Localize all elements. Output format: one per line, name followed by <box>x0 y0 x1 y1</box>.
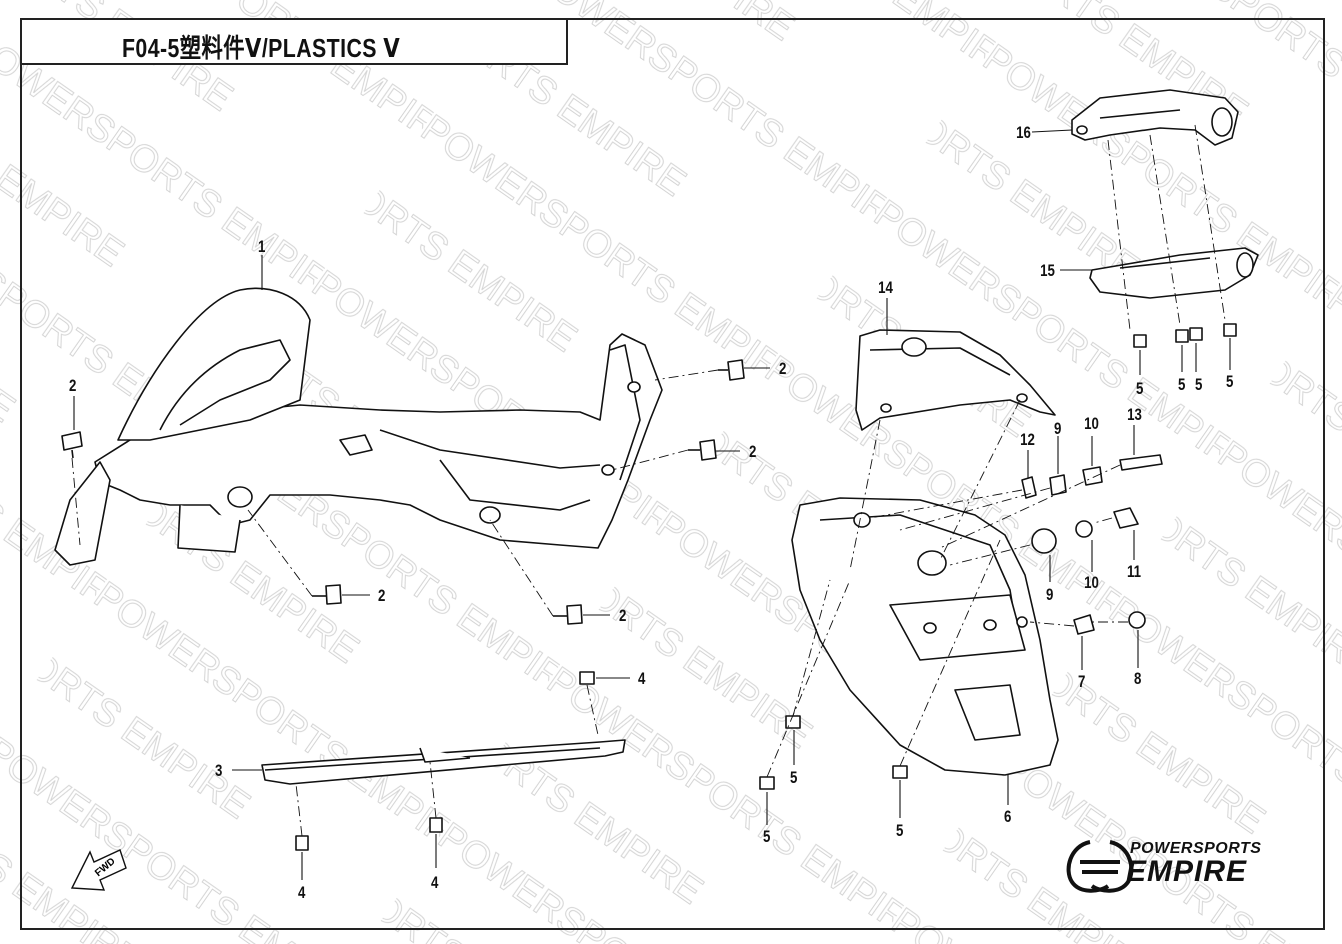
callout-2: 2 <box>749 442 757 461</box>
callout-2: 2 <box>378 586 386 605</box>
callout-16: 16 <box>1016 123 1031 142</box>
empire-logo-emblem-icon <box>1066 840 1134 893</box>
callout-4: 4 <box>298 883 306 902</box>
callout-6: 6 <box>1004 807 1012 826</box>
callout-1: 1 <box>258 237 266 256</box>
callout-2: 2 <box>779 359 787 378</box>
callout-2: 2 <box>619 606 627 625</box>
callout-5: 5 <box>896 821 904 840</box>
callout-4: 4 <box>431 873 439 892</box>
part-6-rear-body <box>791 497 1059 776</box>
callout-15: 15 <box>1040 261 1055 280</box>
empire-logo: POWERSPORTS EMPIRE <box>1062 835 1302 893</box>
callout-10: 10 <box>1084 414 1099 433</box>
callout-13: 13 <box>1127 405 1142 424</box>
callout-4: 4 <box>638 669 646 688</box>
callout-12: 12 <box>1020 430 1035 449</box>
callout-5: 5 <box>1178 375 1186 394</box>
callout-5: 5 <box>790 768 798 787</box>
part-15-bracket <box>1089 247 1259 299</box>
callout-5: 5 <box>1195 375 1203 394</box>
callout-5: 5 <box>1226 372 1234 391</box>
title-block: F04-5塑料件Ⅴ/PLASTICS Ⅴ <box>20 18 568 65</box>
callout-5: 5 <box>1136 379 1144 398</box>
callout-8: 8 <box>1134 669 1142 688</box>
assembly-lines <box>71 124 1226 837</box>
logo-tagline: POWERSPORTS <box>1130 840 1262 857</box>
callout-7: 7 <box>1078 672 1086 691</box>
callout-3: 3 <box>215 761 223 780</box>
part-14-rear-top-cover <box>855 329 1056 431</box>
part-1-rear-fender <box>54 287 663 566</box>
callout-2: 2 <box>69 376 77 395</box>
fwd-arrow-icon <box>70 849 127 891</box>
callout-14: 14 <box>878 278 893 297</box>
part-3-rail <box>261 739 626 785</box>
callout-9: 9 <box>1046 585 1054 604</box>
callout-9: 9 <box>1054 419 1062 438</box>
callout-10: 10 <box>1084 573 1099 592</box>
callout-11: 11 <box>1126 562 1142 581</box>
callout-5: 5 <box>763 827 771 846</box>
leader-lines <box>73 129 1231 880</box>
fasteners <box>61 323 1237 851</box>
drawing-frame <box>20 18 1325 930</box>
part-16-grab-piece <box>1071 89 1239 146</box>
logo-wordmark: EMPIRE <box>1126 855 1248 888</box>
page-title: F04-5塑料件Ⅴ/PLASTICS Ⅴ <box>122 33 401 63</box>
